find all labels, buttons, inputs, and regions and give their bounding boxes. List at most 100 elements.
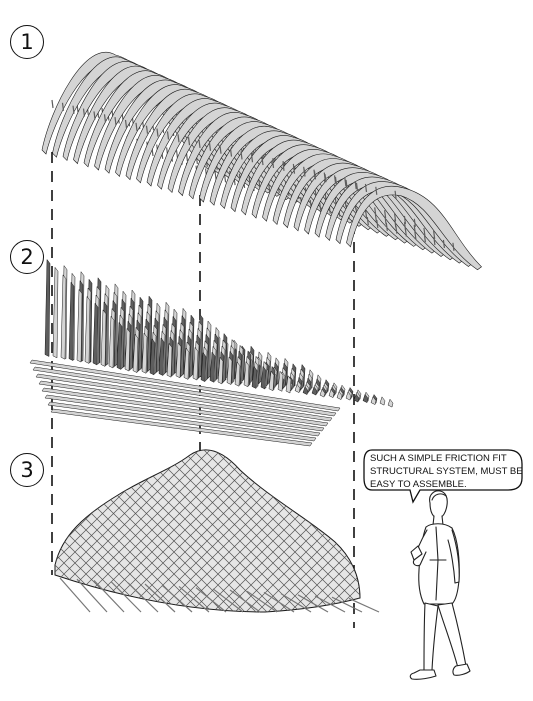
rib-slot — [344, 178, 347, 187]
rib-slot — [366, 217, 369, 226]
layer-1-longitudinal-ribs — [41, 52, 482, 271]
rib-slot — [292, 165, 296, 174]
rib-fin — [251, 144, 400, 241]
rib-fin — [304, 167, 446, 257]
rib-slot — [384, 210, 387, 219]
cross-rib — [362, 393, 369, 403]
rib-slot — [394, 190, 397, 199]
rib-slot — [135, 122, 138, 131]
cross-rib — [92, 302, 99, 366]
person-figure — [409, 490, 471, 680]
cross-rib — [124, 327, 131, 372]
rib-slot — [223, 174, 227, 183]
base-lattice — [110, 581, 142, 613]
cross-rib — [260, 365, 267, 390]
cross-rib — [328, 388, 335, 398]
speech-bubble-text: SUCH A SIMPLE FRICTION FIT STRUCTURAL SY… — [370, 452, 523, 491]
rib-slot — [114, 117, 117, 126]
cross-rib — [52, 266, 59, 359]
layer-2-transverse-ribs — [29, 258, 394, 447]
cross-rib — [149, 338, 156, 376]
cross-rib — [166, 342, 173, 378]
base-lattice — [212, 588, 244, 613]
rib-slot — [393, 213, 397, 222]
base-strip — [50, 408, 313, 447]
cross-rib — [100, 309, 107, 367]
step-label-2: 2 — [10, 240, 44, 274]
cross-rib — [68, 281, 75, 362]
rib-fin — [314, 172, 455, 261]
speech-bubble — [363, 449, 523, 504]
base-strip — [29, 359, 341, 412]
rib-slot — [208, 142, 212, 151]
cross-rib — [251, 365, 258, 389]
cross-rib — [76, 288, 83, 363]
step-label-1: 1 — [10, 25, 44, 59]
cross-rib — [192, 346, 199, 381]
base-lattice — [93, 579, 125, 613]
rib-slot — [61, 102, 65, 111]
step-label-3: 3 — [10, 453, 44, 487]
base-lattice — [229, 589, 261, 613]
base-strip — [38, 380, 329, 427]
rib-slot — [403, 222, 407, 231]
rib-slot — [423, 227, 426, 237]
rib-fin — [230, 135, 382, 234]
cross-rib — [183, 347, 190, 380]
speech-bubble-line: STRUCTURAL SYSTEM, MUST BE — [370, 466, 523, 477]
cross-rib — [158, 337, 165, 376]
cross-rib — [60, 274, 67, 360]
cross-rib — [234, 361, 241, 387]
rib-fin — [272, 153, 419, 247]
rib-slot — [103, 114, 107, 123]
rib-slot — [185, 153, 189, 162]
cross-rib — [311, 386, 318, 396]
rib-slot — [403, 215, 407, 225]
rib-slot — [413, 225, 416, 234]
rib-slot — [124, 119, 128, 129]
base-lattice — [161, 584, 193, 613]
rib-slot — [364, 183, 368, 193]
rib-fin — [262, 149, 409, 244]
cross-rib — [175, 341, 182, 379]
cross-rib — [268, 370, 275, 392]
rib-slot — [433, 230, 436, 239]
rib-slot — [187, 137, 191, 146]
rib-slot — [175, 150, 179, 159]
cross-rib — [379, 396, 386, 406]
base-lattice — [246, 590, 278, 613]
rib-slot — [345, 179, 348, 189]
cross-rib — [353, 393, 360, 403]
base-lattice — [127, 582, 159, 613]
cross-rib — [209, 351, 216, 383]
base-lattice — [263, 591, 295, 613]
rib-slot — [166, 131, 170, 140]
base-strip — [35, 373, 333, 422]
base-strip — [32, 366, 337, 417]
speech-bubble-line: SUCH A SIMPLE FRICTION FIT — [370, 453, 507, 464]
rib-slot — [354, 181, 357, 190]
rib-slot — [271, 159, 275, 169]
base-strip — [47, 401, 317, 442]
rib-fin — [346, 186, 482, 271]
base-lattice — [76, 578, 108, 613]
cross-rib — [84, 295, 91, 364]
cross-rib — [108, 315, 115, 369]
base-strip — [44, 394, 321, 437]
base-lattice — [314, 595, 346, 613]
rib-fin — [293, 162, 437, 254]
rib-slot — [319, 202, 322, 211]
cross-rib — [302, 386, 309, 395]
rib-slot — [219, 145, 222, 154]
rib-slot — [250, 154, 254, 163]
rib-slot — [82, 108, 86, 117]
cross-rib — [319, 388, 326, 398]
rib-slot — [442, 239, 446, 249]
base-lattice — [331, 596, 363, 613]
rib-slot — [72, 105, 75, 114]
rib-slot — [374, 207, 377, 216]
cross-rib — [200, 351, 207, 383]
cross-rib — [116, 321, 123, 370]
rib-slot — [313, 171, 317, 180]
rib-slot — [214, 171, 217, 180]
